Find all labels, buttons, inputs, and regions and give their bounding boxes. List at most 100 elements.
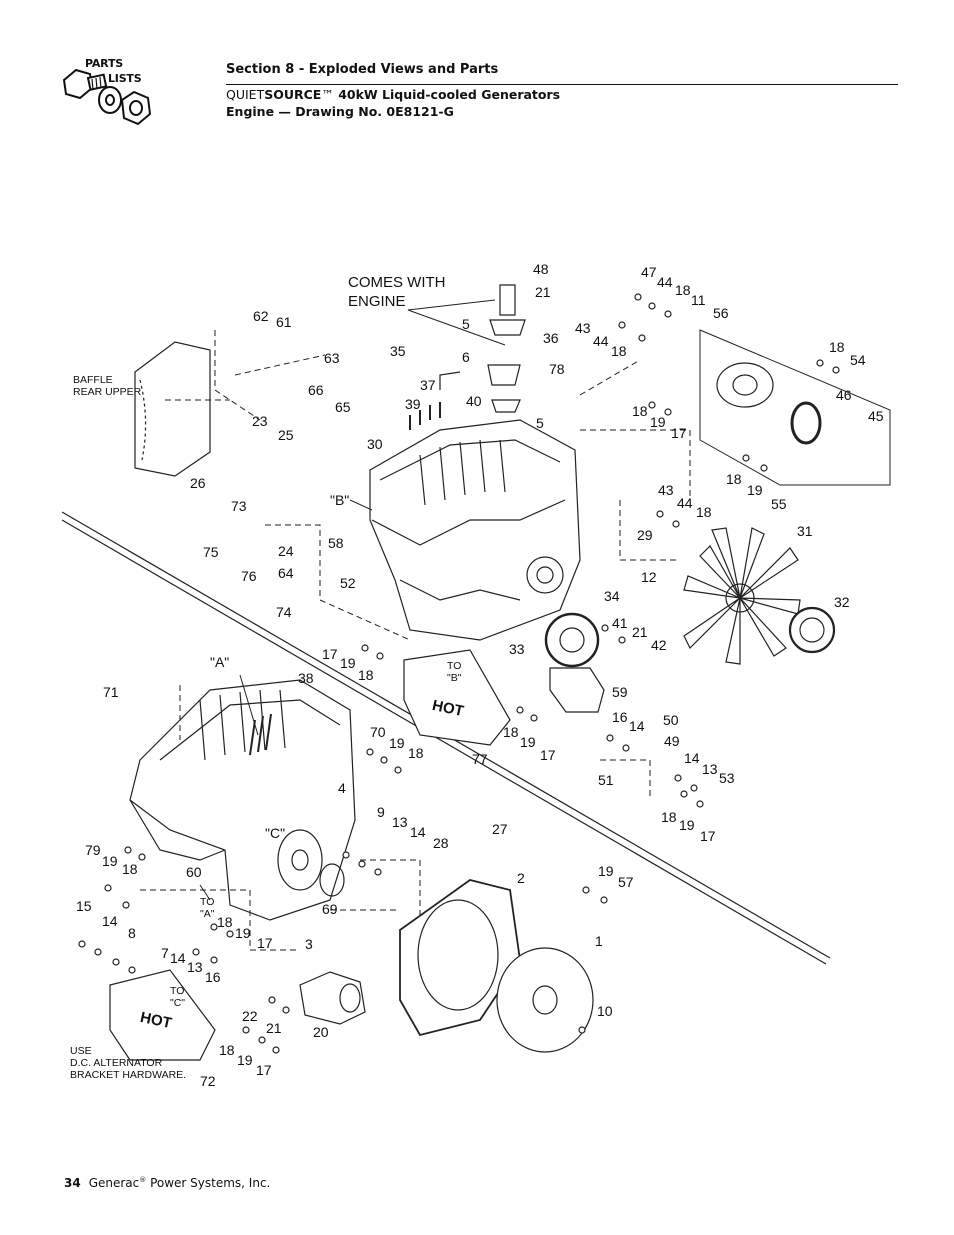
callout-19i: 19 <box>235 925 251 941</box>
callout-14c: 14 <box>410 824 426 840</box>
callout-18f: 18 <box>696 504 712 520</box>
callout-77: 77 <box>472 751 488 767</box>
callout-66: 66 <box>308 382 324 398</box>
callout-23: 23 <box>252 413 268 429</box>
header-rule <box>226 84 898 85</box>
callout-18m: 18 <box>219 1042 235 1058</box>
callout-14e: 14 <box>170 950 186 966</box>
callout-41: 41 <box>612 615 628 631</box>
callout-18j: 18 <box>661 809 677 825</box>
callout-18k: 18 <box>122 861 138 877</box>
callout-17b: 17 <box>322 646 338 662</box>
callout-6: 6 <box>462 349 470 365</box>
callout-13: 13 <box>702 761 718 777</box>
product-prefix: QUIET <box>226 87 265 102</box>
callout-69: 69 <box>322 901 338 917</box>
callout-50: 50 <box>663 712 679 728</box>
callout-47: 47 <box>641 264 657 280</box>
callout-19e: 19 <box>520 734 536 750</box>
baffle-panel <box>134 341 211 477</box>
lower-engine <box>129 679 356 921</box>
callout-17: 17 <box>671 425 687 441</box>
heat-shield-upper <box>403 649 511 746</box>
callout-76: 76 <box>241 568 257 584</box>
section-title: Section 8 - Exploded Views and Parts <box>226 62 499 77</box>
page-number: 34 <box>64 1176 81 1190</box>
callout-44b: 44 <box>593 333 609 349</box>
callout-21c: 21 <box>266 1020 282 1036</box>
callout-1: 1 <box>595 933 603 949</box>
drawing-title: Engine — Drawing No. 0E8121-G <box>226 104 454 119</box>
note-comes-with-engine: COMES WITH ENGINE <box>348 274 446 310</box>
callout-72: 72 <box>200 1073 216 1089</box>
callout-40: 40 <box>466 393 482 409</box>
note-to-c: TO "C" <box>170 985 186 1009</box>
callout-44c: 44 <box>677 495 693 511</box>
callout-14d: 14 <box>102 913 118 929</box>
callout-19c: 19 <box>340 655 356 671</box>
callout-73: 73 <box>231 498 247 514</box>
callout-60: 60 <box>186 864 202 880</box>
starter-motor <box>299 971 366 1025</box>
upper-engine <box>369 371 581 641</box>
callout-45: 45 <box>868 408 884 424</box>
callout-18c: 18 <box>829 339 845 355</box>
callout-13b: 13 <box>392 814 408 830</box>
callout-19b: 19 <box>747 482 763 498</box>
callout-59: 59 <box>612 684 628 700</box>
product-tm: ™ <box>321 87 334 102</box>
callout-14b: 14 <box>684 750 700 766</box>
callout-29: 29 <box>637 527 653 543</box>
logo-parts-text: PARTS <box>85 57 123 70</box>
callout-31: 31 <box>797 523 813 539</box>
callout-53: 53 <box>719 770 735 786</box>
thermostat-housing <box>487 284 526 413</box>
callout-42: 42 <box>651 637 667 653</box>
callout-18b: 18 <box>611 343 627 359</box>
callout-8: 8 <box>128 925 136 941</box>
callout-24: 24 <box>278 543 294 559</box>
callout-25: 25 <box>278 427 294 443</box>
flywheel <box>496 947 594 1053</box>
parts-lists-logo <box>62 68 152 126</box>
callout-18l: 18 <box>217 914 233 930</box>
company-rest: Power Systems, Inc. <box>146 1176 271 1190</box>
callout-74: 74 <box>276 604 292 620</box>
fan-assembly <box>683 527 801 665</box>
callout-18d: 18 <box>632 403 648 419</box>
callout-58: 58 <box>328 535 344 551</box>
callout-33: 33 <box>509 641 525 657</box>
callout-4: 4 <box>338 780 346 796</box>
callout-43: 43 <box>575 320 591 336</box>
note-to-a: TO "A" <box>200 896 215 920</box>
callout-27: 27 <box>492 821 508 837</box>
callout-17f: 17 <box>256 1062 272 1078</box>
nut-icon <box>120 90 152 126</box>
callout-32: 32 <box>834 594 850 610</box>
callout-28: 28 <box>433 835 449 851</box>
note-baffle-rear-upper: BAFFLE REAR UPPER <box>73 374 142 398</box>
callout-34: 34 <box>604 588 620 604</box>
callout-18g: 18 <box>358 667 374 683</box>
callout-12: 12 <box>641 569 657 585</box>
callout-37: 37 <box>420 377 436 393</box>
callout-61: 61 <box>276 314 292 330</box>
fan-clutch <box>788 606 836 654</box>
callout-35: 35 <box>390 343 406 359</box>
callout-52: 52 <box>340 575 356 591</box>
bolt-icon <box>62 68 108 100</box>
callout-18i: 18 <box>503 724 519 740</box>
callout-17e: 17 <box>257 935 273 951</box>
callout-36: 36 <box>543 330 559 346</box>
callout-19: 19 <box>650 414 666 430</box>
product-subtitle: QUIETSOURCE™ 40kW Liquid-cooled Generato… <box>226 87 560 102</box>
pulley <box>544 612 600 668</box>
callout-65: 65 <box>335 399 351 415</box>
product-bold: SOURCE <box>264 87 322 102</box>
callout-7: 7 <box>161 945 169 961</box>
product-rest: 40kW Liquid-cooled Generators <box>333 87 561 102</box>
callout-79: 79 <box>85 842 101 858</box>
callout-39: 39 <box>405 396 421 412</box>
